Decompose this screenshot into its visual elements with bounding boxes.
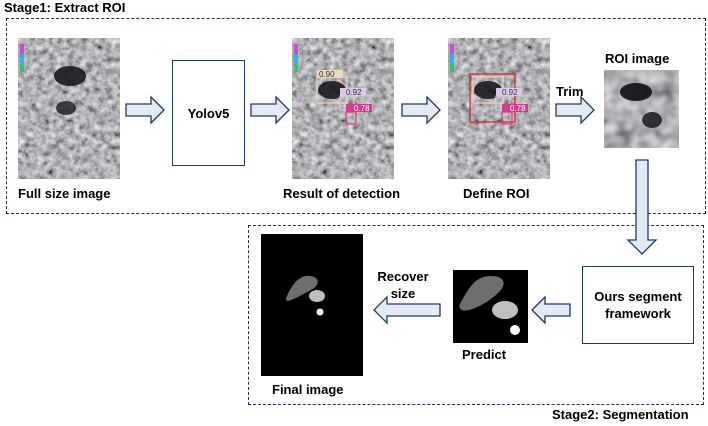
arrow-down [626,159,658,255]
roi-crop-image [604,70,679,148]
trim-label: Trim [556,84,584,99]
roi-texture [604,70,679,148]
arrow-right-2 [250,95,290,125]
arrow-right-3 [401,95,441,125]
mask-region-1 [459,276,504,311]
final-image [261,234,363,376]
roi-box [469,73,516,123]
detection-tag-2 [496,88,522,96]
ultrasound-texture [18,38,120,179]
stage2-title: Stage2: Segmentation [552,407,689,422]
arrow-left-recover [373,295,441,325]
full-size-image-label: Full size image [18,186,111,201]
detection-tag-3 [346,104,372,112]
detection-score-2: 0.92 [502,88,518,97]
detection-score-3: 0.78 [354,104,370,113]
roi-image-label: ROI image [605,51,670,66]
predict-mask-image [453,270,528,343]
stage1-title: Stage1: Extract ROI [4,0,126,15]
final-image-label: Final image [272,382,344,397]
final-mask [286,275,325,316]
mask-region-1 [286,275,318,301]
yolov5-label: Yolov5 [187,105,230,121]
ultrasound-texture: 0.90 0.92 0.78 [292,38,394,179]
arrow-right-trim [555,95,595,125]
detection-result-label: Result of detection [283,186,401,201]
segment-framework-box: Ours segment framework [582,266,694,344]
arrow-left-1 [531,295,571,325]
detection-tag-2 [340,88,366,96]
define-roi-image: 0.92 0.78 [448,38,550,179]
detection-tag-3 [502,104,528,112]
detection-score-1: 0.90 [319,70,335,79]
full-size-ultrasound-image [18,38,120,179]
stage2-frame [248,225,704,405]
detection-score-3: 0.78 [510,104,526,113]
define-roi-label: Define ROI [463,186,530,201]
mask-region-3 [316,308,324,316]
detection-result-image: 0.90 0.92 0.78 [292,38,394,179]
mask-region-2 [309,290,325,302]
segment-framework-label: Ours segment framework [594,289,682,321]
recover-size-label: Recover size [377,269,429,301]
predict-label: Predict [462,347,507,362]
arrow-right-1 [125,95,165,125]
detection-tag-1 [317,70,343,78]
yolov5-box: Yolov5 [172,60,245,166]
ultrasound-texture: 0.92 0.78 [448,38,550,179]
stage1-frame [6,18,706,214]
predict-mask [459,276,520,335]
mask-region-3 [510,325,520,335]
mask-region-2 [492,301,518,319]
detection-score-2: 0.92 [346,88,362,97]
